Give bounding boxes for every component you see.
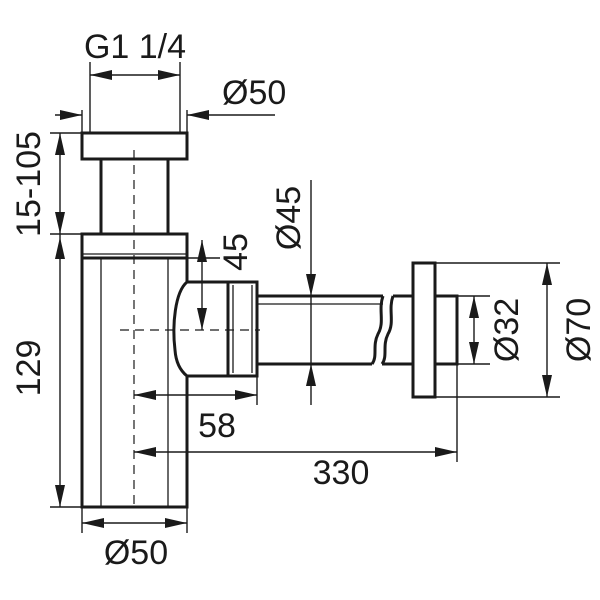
flange-inner-label: Ø32 bbox=[488, 298, 526, 362]
height-adjust-label: 15-105 bbox=[10, 131, 48, 237]
flange-outer-label: Ø70 bbox=[560, 298, 598, 362]
body-height-label: 129 bbox=[10, 340, 48, 397]
pipe-diameter-label: Ø45 bbox=[270, 186, 308, 250]
top-diameter-label: Ø50 bbox=[222, 74, 286, 112]
outlet-elbow bbox=[172, 280, 259, 378]
flange-sleeve bbox=[433, 294, 459, 366]
wall-flange bbox=[411, 261, 459, 399]
flange-plate bbox=[411, 261, 437, 399]
total-length-label: 330 bbox=[313, 454, 370, 492]
dimension-labels: G1 1/4 Ø50 15-105 129 Ø50 45 Ø45 58 330 … bbox=[10, 28, 598, 572]
dimension-lines bbox=[50, 62, 560, 533]
outlet-nut bbox=[226, 280, 259, 378]
thread-label: G1 1/4 bbox=[84, 28, 186, 66]
bottom-diameter-label: Ø50 bbox=[104, 534, 168, 572]
outlet-offset-label: 45 bbox=[217, 233, 255, 271]
outlet-pipe bbox=[257, 294, 413, 366]
outlet-length-label: 58 bbox=[198, 407, 236, 445]
center-lines bbox=[120, 150, 260, 507]
